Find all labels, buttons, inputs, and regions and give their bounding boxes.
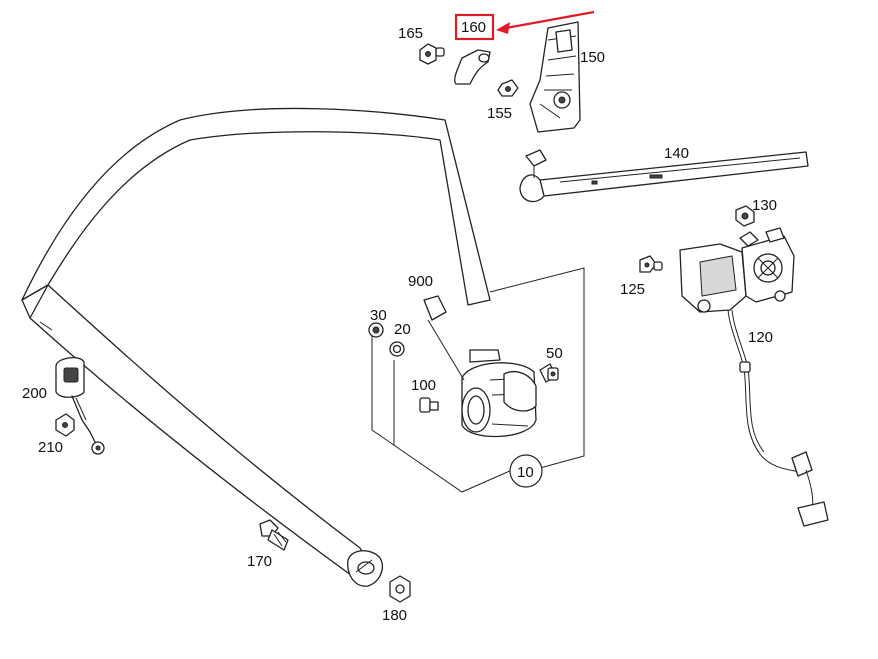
nut-155 bbox=[497, 79, 519, 97]
callout-900: 900 bbox=[408, 273, 433, 290]
nut-180 bbox=[389, 575, 411, 603]
bolt-210 bbox=[55, 413, 75, 437]
callout-150: 150 bbox=[580, 49, 605, 66]
callout-30: 30 bbox=[370, 307, 387, 324]
wire-harness bbox=[727, 309, 829, 527]
callout-170: 170 bbox=[247, 553, 272, 570]
highlight-160 bbox=[454, 10, 595, 41]
belt-webbing bbox=[21, 107, 491, 579]
callout-140: 140 bbox=[664, 145, 689, 162]
callout-155: 155 bbox=[487, 105, 512, 122]
bolt-165 bbox=[419, 43, 445, 65]
retractor-assembly bbox=[461, 349, 537, 438]
bolt-125 bbox=[639, 255, 663, 273]
guide-rail-140 bbox=[519, 149, 809, 203]
buckle-200 bbox=[55, 356, 105, 455]
ring-20 bbox=[389, 341, 405, 357]
callout-130: 130 bbox=[752, 197, 777, 214]
belt-guide-900 bbox=[423, 295, 465, 381]
bolt-50 bbox=[539, 363, 559, 383]
callout-10: 10 bbox=[517, 464, 534, 481]
highlight-box bbox=[454, 13, 495, 41]
group-10-leader-lines bbox=[371, 267, 585, 493]
callout-20: 20 bbox=[394, 321, 411, 338]
height-adjuster-150 bbox=[529, 21, 581, 133]
highlight-arrow bbox=[505, 10, 595, 30]
belt-end-fitting bbox=[347, 550, 383, 587]
bolt-170 bbox=[259, 519, 289, 551]
washer-30 bbox=[368, 322, 384, 338]
callout-10-circle: 10 bbox=[509, 454, 543, 488]
callout-200: 200 bbox=[22, 385, 47, 402]
callout-165: 165 bbox=[398, 25, 423, 42]
callout-160: 160 bbox=[461, 19, 486, 36]
callout-210: 210 bbox=[38, 439, 63, 456]
callout-180: 180 bbox=[382, 607, 407, 624]
callout-125: 125 bbox=[620, 281, 645, 298]
callout-50: 50 bbox=[546, 345, 563, 362]
callout-labels: 165 160 150 155 140 130 125 120 900 30 2… bbox=[22, 19, 777, 624]
bolt-100 bbox=[419, 397, 439, 413]
motor-unit-120 bbox=[679, 227, 795, 313]
callout-100: 100 bbox=[411, 377, 436, 394]
bracket-160 bbox=[454, 49, 491, 85]
highlight-arrowhead bbox=[496, 22, 510, 34]
callout-120: 120 bbox=[748, 329, 773, 346]
nut-130 bbox=[735, 205, 755, 227]
